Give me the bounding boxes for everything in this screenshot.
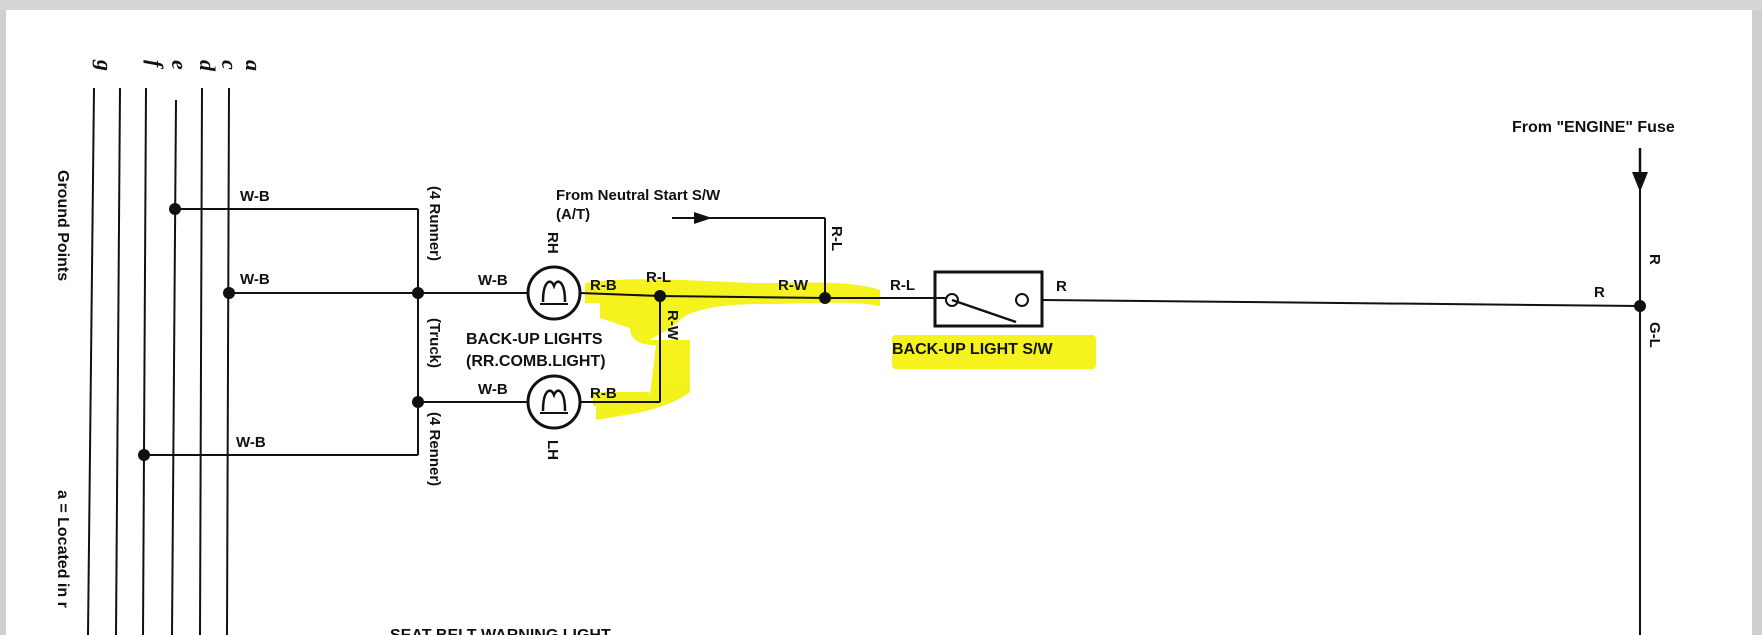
label-r-right: R xyxy=(1594,284,1605,301)
bus-letter-e: e xyxy=(167,60,192,70)
variant-4runner-bottom: (4 Renner) xyxy=(426,412,443,486)
label-rl-a: R-L xyxy=(646,269,671,286)
positive-wires xyxy=(579,217,935,403)
bus-letter-f: f xyxy=(143,60,168,70)
node-ground-mid xyxy=(412,287,424,299)
switch-contact-right xyxy=(1015,293,1029,307)
lamp-lh: LH xyxy=(526,374,582,460)
label-rl-vertical: R-L xyxy=(828,226,845,251)
label-rl-switch: R-L xyxy=(890,277,915,294)
node-bus-f xyxy=(138,449,150,461)
lamp-rh-circle xyxy=(526,265,582,321)
node-bus-d xyxy=(169,203,181,215)
node-rl xyxy=(654,290,666,302)
legend-fragment: a = Located in r xyxy=(54,490,71,608)
bus-line-a xyxy=(226,87,230,635)
window-right-edge xyxy=(1752,10,1762,635)
window-top-edge xyxy=(0,0,1762,10)
lamp-rh: RH xyxy=(526,232,582,321)
node-bus-a xyxy=(223,287,235,299)
bus-line-e xyxy=(142,87,147,635)
lamp-lh-label: LH xyxy=(544,440,561,460)
ground-points-label: Ground Points xyxy=(54,170,71,281)
variant-4runner-top: (4 Runner) xyxy=(426,186,443,261)
engine-fuse-label: From "ENGINE" Fuse xyxy=(1512,119,1675,136)
node-ground-lh xyxy=(412,396,424,408)
label-wb-top: W-B xyxy=(240,188,270,205)
section-title-partial: SEAT BELT WARNING LIGHT xyxy=(390,627,611,635)
label-rw-horizontal: R-W xyxy=(778,277,809,294)
label-wb-low: W-B xyxy=(236,434,266,451)
label-r-vertical: R xyxy=(1646,254,1663,265)
lamp-lh-circle xyxy=(526,374,582,430)
bus-letter-g: g xyxy=(92,59,117,71)
bus-letters: g f e d c a xyxy=(92,59,266,72)
lamp-rh-label: RH xyxy=(544,232,561,254)
bus-line-g xyxy=(87,87,95,635)
wire-rw xyxy=(659,295,826,299)
neutral-start-label: From Neutral Start S/W xyxy=(556,187,721,204)
bus-letter-a: a xyxy=(241,60,266,71)
neutral-start-sublabel: (A/T) xyxy=(556,206,590,223)
bus-lines xyxy=(87,87,230,635)
label-gl-vertical: G-L xyxy=(1646,322,1663,348)
label-rb-rh: R-B xyxy=(590,277,617,294)
node-rw xyxy=(819,292,831,304)
switch-label: BACK-UP LIGHT S/W xyxy=(892,341,1053,358)
neutral-start-arrow xyxy=(672,212,712,224)
lamp-rh-filament xyxy=(541,280,567,303)
bus-line-c xyxy=(199,87,203,635)
bus-letter-d: d xyxy=(195,60,220,72)
label-r-switch-out: R xyxy=(1056,278,1067,295)
wire-r-switch-out xyxy=(1041,299,1641,307)
back-up-lights-sublabel: (RR.COMB.LIGHT) xyxy=(466,353,606,370)
bus-line-d xyxy=(171,99,177,635)
switch-lever xyxy=(951,298,1017,324)
label-wb-rh: W-B xyxy=(478,272,508,289)
back-up-light-switch xyxy=(933,270,1044,328)
window-left-edge xyxy=(0,10,6,635)
node-engine xyxy=(1634,300,1646,312)
label-wb-lh: W-B xyxy=(478,381,508,398)
label-rw-vertical: R-W xyxy=(664,310,681,341)
bus-letter-c: c xyxy=(217,60,242,70)
label-wb-mid: W-B xyxy=(240,271,270,288)
engine-fuse-arrow xyxy=(1632,148,1648,192)
back-up-lights-label: BACK-UP LIGHTS xyxy=(466,331,603,348)
ground-wires xyxy=(138,203,528,461)
highlight-switch-label xyxy=(892,335,1096,369)
lamp-lh-filament xyxy=(541,389,567,412)
highlight-wire-stroke xyxy=(585,279,880,420)
variant-truck: (Truck) xyxy=(426,318,443,368)
bus-line-f xyxy=(115,87,121,635)
wire-rb-rh xyxy=(579,292,661,297)
label-rb-lh: R-B xyxy=(590,385,617,402)
